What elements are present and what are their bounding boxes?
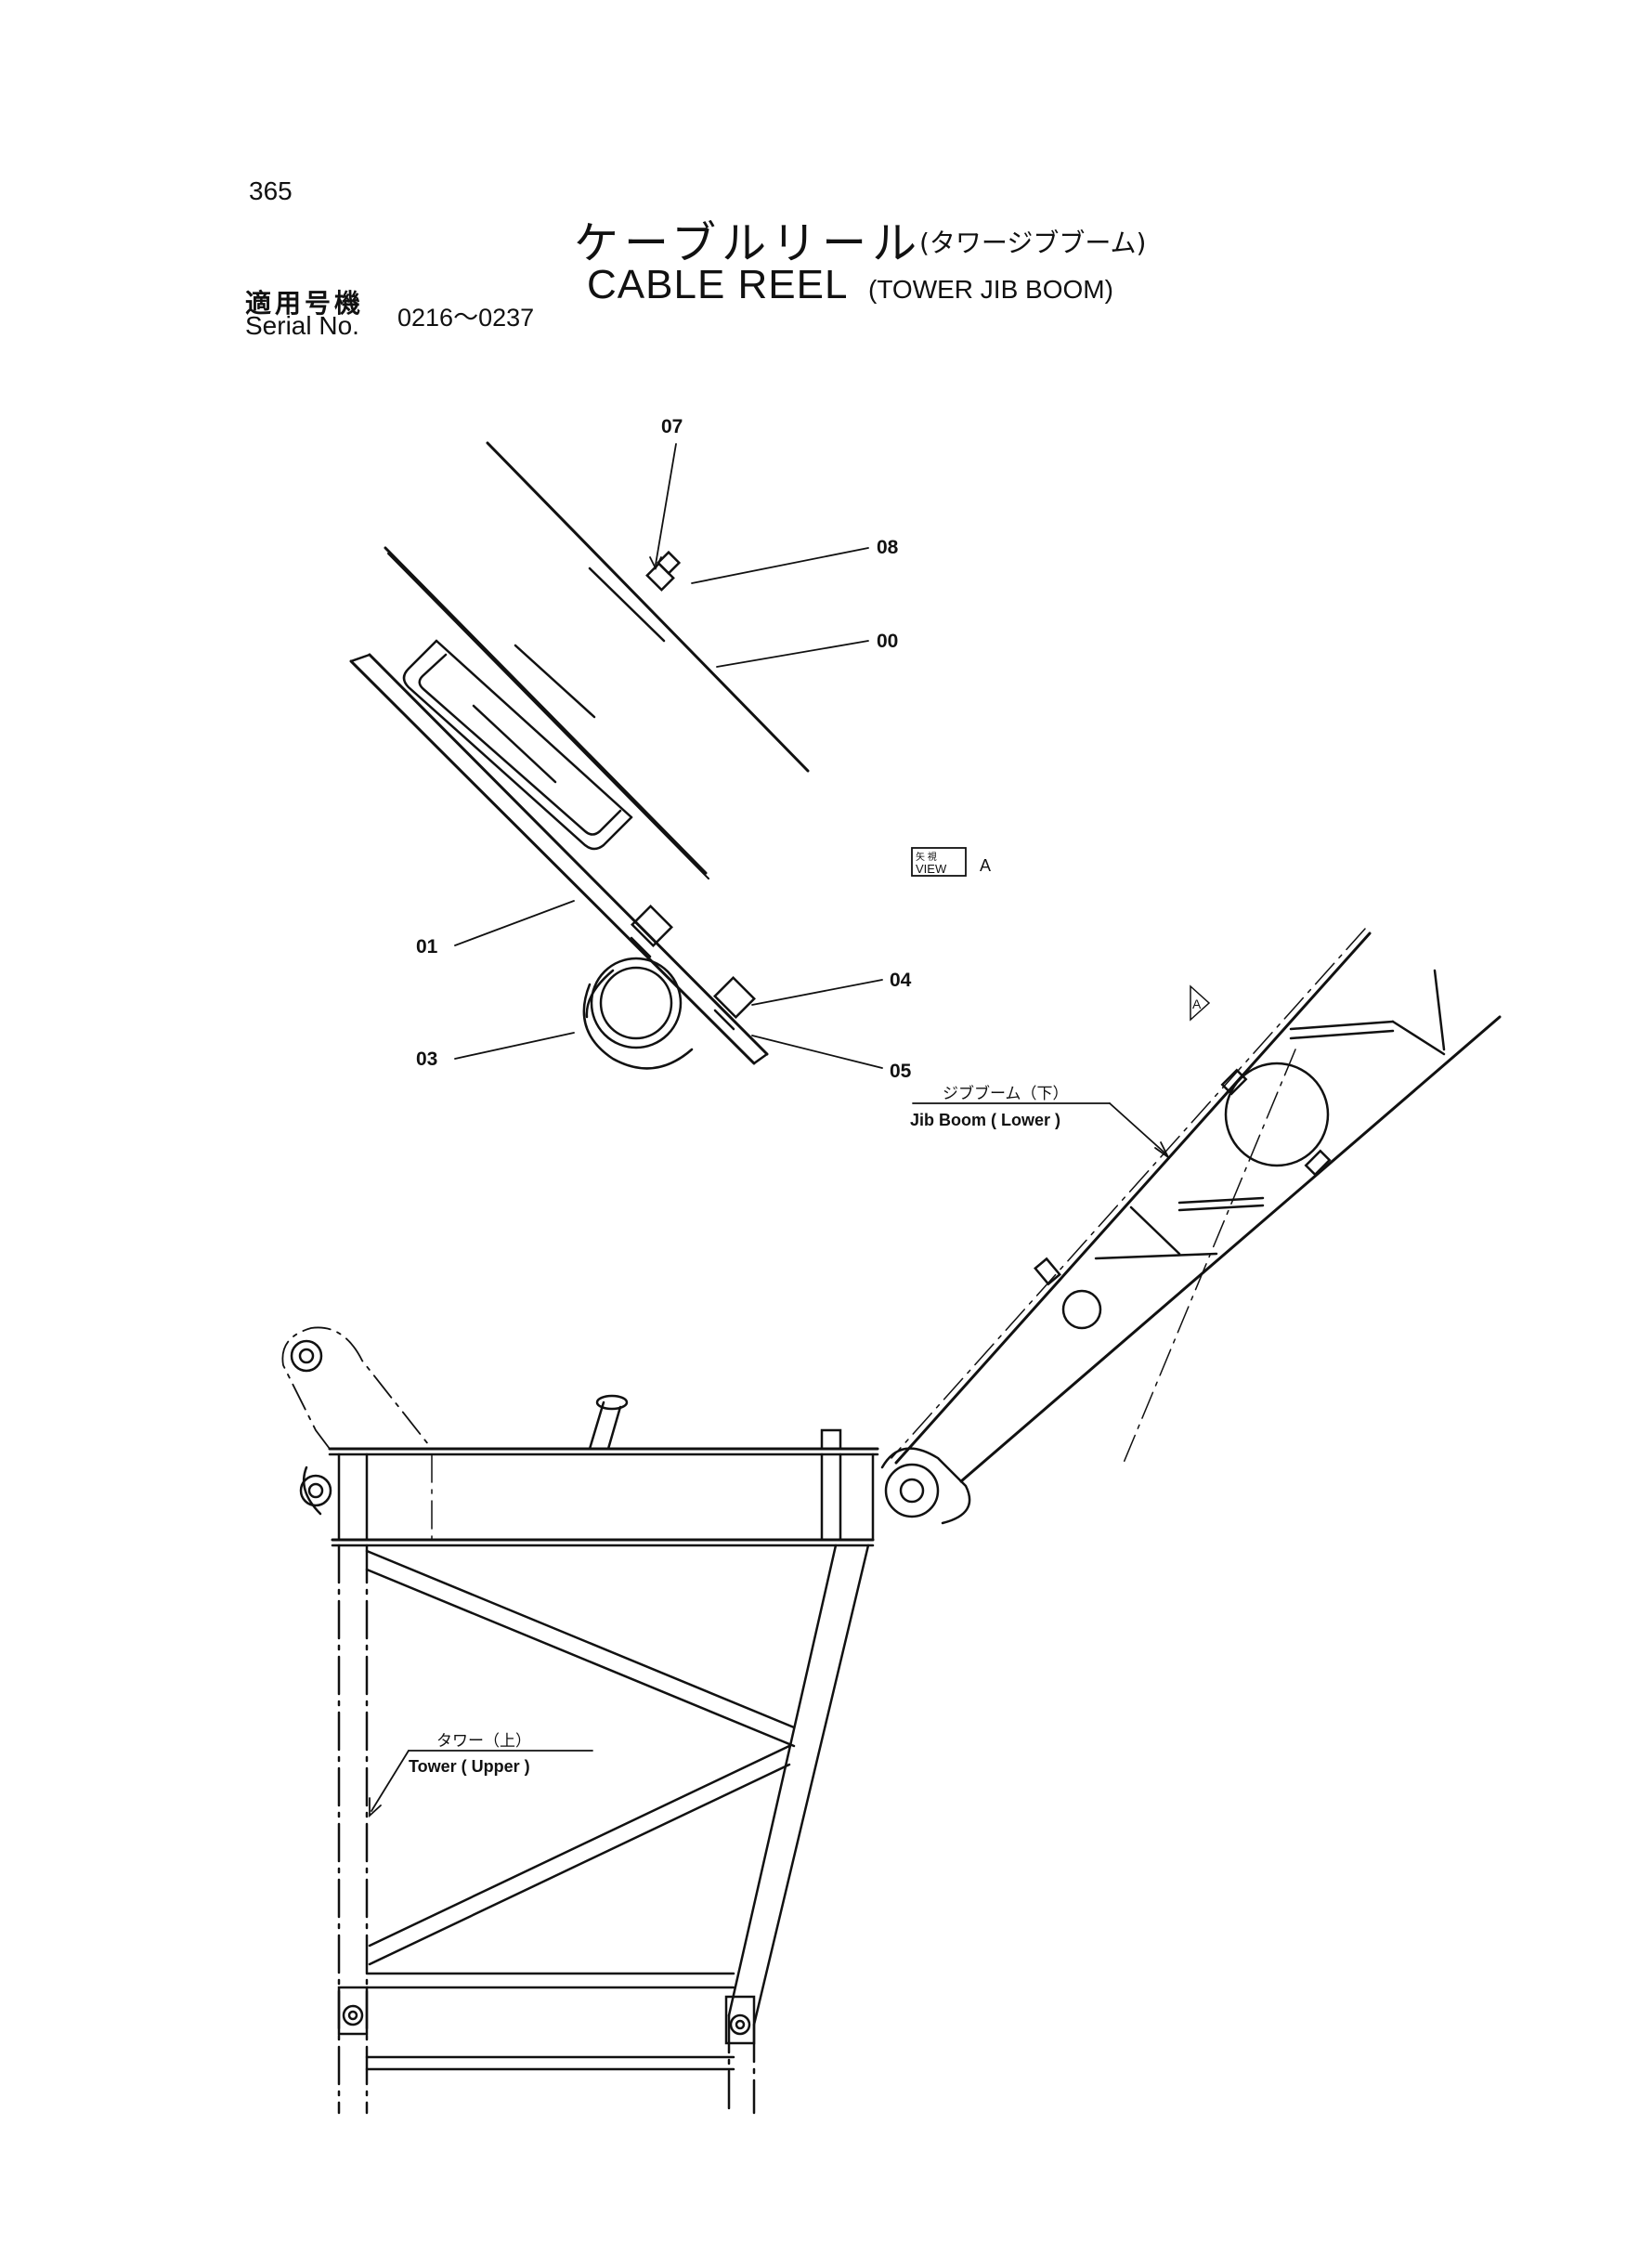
callout-labels: 07 08 00 01 03 04 05 [416, 416, 912, 1082]
view-a-arrow: A [1190, 984, 1211, 1022]
view-label-jp: 矢 視 [916, 851, 937, 863]
title-japanese: ケーブルリール [574, 217, 923, 269]
callout-04: 04 [890, 970, 912, 991]
cable-reel-detail [349, 441, 810, 1070]
jib-boom-lower [880, 928, 1502, 1525]
jib-boom-label-en: Jib Boom ( Lower ) [910, 1111, 1060, 1129]
tower-label-en: Tower ( Upper ) [409, 1757, 530, 1776]
callout-05: 05 [890, 1061, 912, 1082]
jib-boom-label-jp: ジブブーム（下） [943, 1084, 1069, 1102]
page-number: 365 [249, 176, 293, 205]
callout-03: 03 [416, 1049, 437, 1070]
view-arrow-letter: A [1192, 997, 1202, 1011]
callout-08: 08 [877, 537, 899, 558]
view-label-en: VIEW [916, 862, 947, 876]
callout-01: 01 [416, 936, 438, 958]
title-english: CABLE REEL [587, 262, 849, 307]
serial-label-japanese: 適用号機 [245, 288, 365, 319]
callout-00: 00 [877, 631, 898, 652]
title-english-subtitle: (TOWER JIB BOOM) [868, 275, 1113, 304]
serial-range: 0216～0237 [397, 304, 535, 332]
callout-leaders [454, 443, 883, 1069]
view-letter: A [980, 856, 991, 875]
title-japanese-subtitle: (タワージブブーム) [919, 228, 1147, 258]
tower-label-jp: タワー（上） [436, 1732, 531, 1750]
label-leaders [369, 1102, 1169, 1818]
callout-07: 07 [661, 416, 683, 437]
view-a-marker: 矢 視 VIEW A [911, 847, 991, 877]
tower-upper [281, 1326, 879, 2115]
serial-label-english: Serial No. [245, 311, 359, 340]
